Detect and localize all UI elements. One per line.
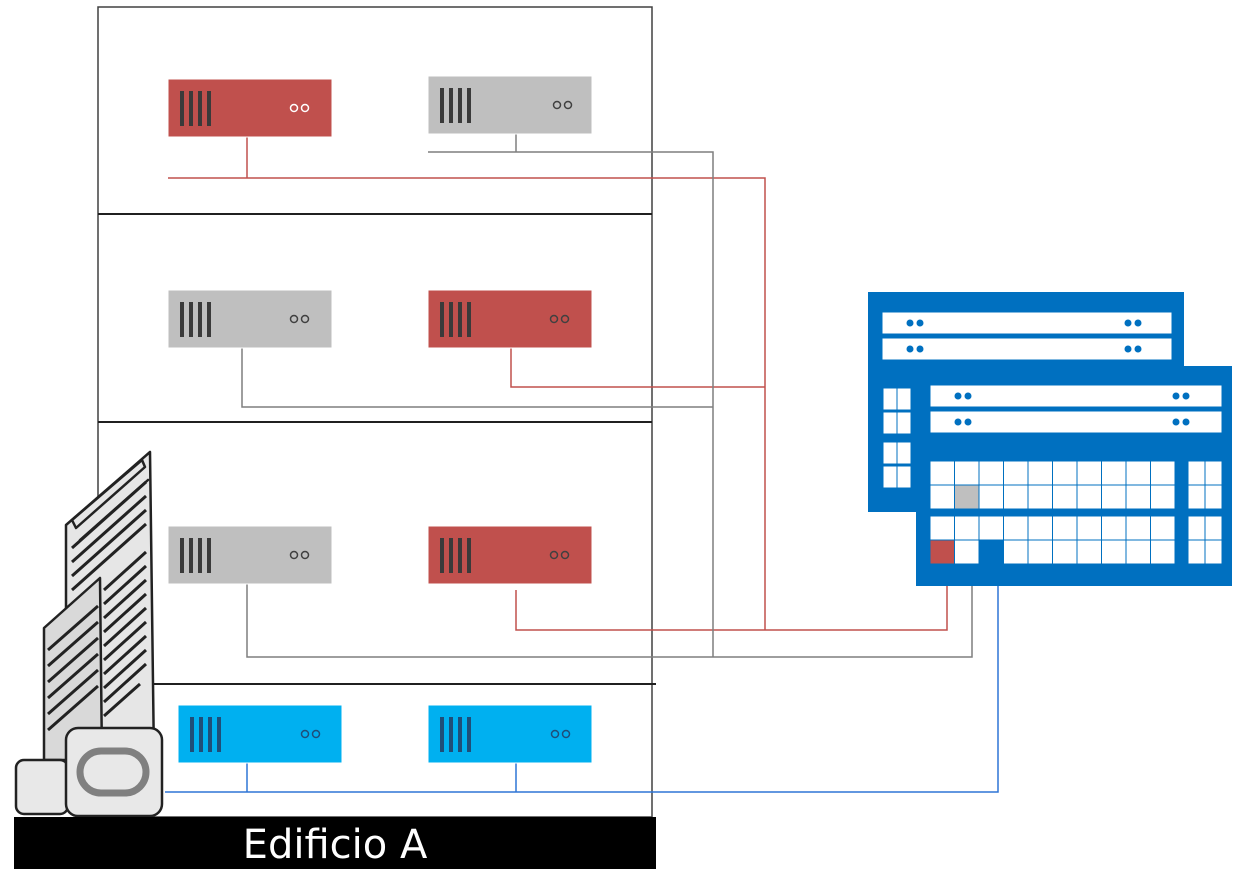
building-label-text: Edificio A	[243, 822, 428, 868]
storage-slot	[1052, 515, 1078, 541]
storage-slot	[1052, 539, 1078, 565]
storage-slot	[1125, 515, 1151, 541]
red-link-floor1	[168, 177, 766, 630]
storage-slot	[1204, 539, 1223, 565]
storage-slot	[1101, 484, 1127, 510]
server-icon	[427, 525, 593, 585]
storage-slot	[1187, 515, 1206, 541]
storage-slot	[1204, 484, 1223, 510]
servers	[167, 75, 593, 764]
storage-slot	[1125, 484, 1151, 510]
storage-slot	[1150, 484, 1176, 510]
storage-slot	[1003, 539, 1029, 565]
gray-link-floor2	[241, 346, 713, 408]
server-icon	[167, 289, 333, 349]
storage-slot	[1150, 515, 1176, 541]
gray-link-floor3	[246, 584, 973, 658]
storage-array-icon	[868, 292, 1232, 586]
storage-slot	[1076, 484, 1102, 510]
storage-slot	[1027, 484, 1053, 510]
server-icon	[167, 78, 333, 138]
storage-slot	[1027, 539, 1053, 565]
storage-slot	[1076, 539, 1102, 565]
storage-slot	[1027, 460, 1053, 486]
storage-slot	[1052, 460, 1078, 486]
storage-slot	[1125, 460, 1151, 486]
storage-slot	[954, 539, 980, 565]
storage-slot	[954, 484, 980, 510]
storage-slot	[1003, 484, 1029, 510]
storage-slot	[1101, 539, 1127, 565]
storage-slot	[1125, 539, 1151, 565]
gray-link-floor1	[428, 151, 714, 657]
storage-slot	[929, 484, 955, 510]
storage-slot	[1003, 515, 1029, 541]
skyscraper-icon	[14, 450, 164, 818]
server-icon	[427, 289, 593, 349]
storage-slot	[929, 515, 955, 541]
storage-slot	[929, 460, 955, 486]
connections	[165, 134, 999, 793]
server-icon	[177, 704, 343, 764]
storage-slot-grid	[929, 460, 1223, 565]
storage-slot	[978, 539, 1004, 565]
storage-slot	[1204, 460, 1223, 486]
red-link-floor3	[515, 585, 948, 631]
storage-slot	[1187, 539, 1206, 565]
red-link-floor2	[510, 346, 765, 388]
building-label: Edificio A	[14, 817, 656, 869]
storage-slot	[1101, 515, 1127, 541]
storage-slot	[954, 515, 980, 541]
blue-link-floor4	[165, 585, 999, 793]
server-icon	[427, 704, 593, 764]
storage-slot	[1150, 539, 1176, 565]
building-frame	[97, 6, 656, 818]
storage-slot	[1052, 484, 1078, 510]
server-icon	[427, 75, 593, 135]
database-icon	[76, 747, 150, 797]
storage-slot	[1187, 484, 1206, 510]
server-icon	[167, 525, 333, 585]
storage-slot	[1150, 460, 1176, 486]
storage-slot	[929, 539, 955, 565]
storage-slot	[1187, 460, 1206, 486]
storage-slot	[1003, 460, 1029, 486]
storage-slot	[978, 460, 1004, 486]
storage-slot	[1076, 460, 1102, 486]
storage-slot	[1101, 460, 1127, 486]
storage-slot	[1204, 515, 1223, 541]
storage-slot	[978, 484, 1004, 510]
storage-slot	[978, 515, 1004, 541]
storage-slot	[1027, 515, 1053, 541]
storage-slot	[1076, 515, 1102, 541]
storage-slot	[954, 460, 980, 486]
